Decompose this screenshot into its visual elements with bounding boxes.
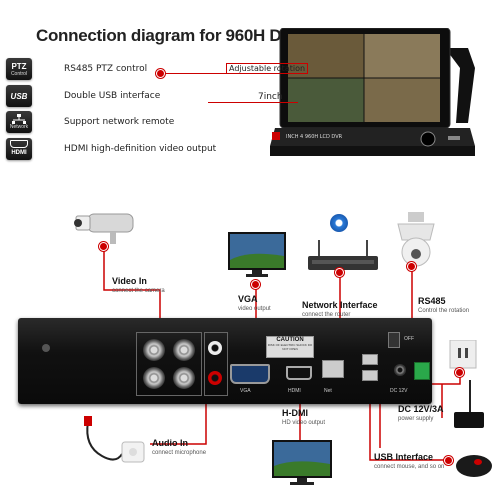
- router-icon: [308, 240, 378, 270]
- caution-text: CAUTION: [276, 337, 304, 343]
- usb-port: [362, 370, 378, 381]
- size-label: 7inch: [258, 92, 283, 102]
- network-icon: Network: [6, 111, 32, 133]
- dc-power-jack: [394, 364, 406, 376]
- feature-ptz: PTZ Control RS485 PTZ control: [6, 58, 306, 82]
- ptz-dot: [407, 262, 416, 271]
- hdmi-icon: HDMI: [6, 138, 32, 160]
- mouse-icon: [456, 455, 492, 477]
- ie-browser-icon: [330, 214, 348, 232]
- usb-icon: USB: [6, 85, 32, 107]
- vga-port: [230, 364, 270, 384]
- feature-hdmi: HDMI HDMI high-definition video output: [6, 138, 306, 162]
- video-in-bnc-group: [136, 332, 202, 396]
- rca-jack-red: [208, 371, 222, 385]
- audio-in-sub: connect microphone: [152, 450, 207, 456]
- network-icon-text: Network: [9, 124, 29, 130]
- power-switch: [388, 332, 400, 348]
- caution-subtext: RISK OF ELECTRIC SHOCK DO NOT OPEN: [267, 343, 313, 351]
- dc-label: DC 12V: [390, 388, 408, 394]
- feature-label: Support network remote: [64, 117, 175, 127]
- ptz-icon-subtext: Control: [10, 70, 28, 77]
- microphone-icon: [84, 416, 145, 463]
- off-label: OFF: [404, 336, 414, 342]
- rs485-sub: Control the rotation: [418, 308, 470, 314]
- router-dot: [335, 268, 344, 277]
- feature-network: Network Support network remote: [6, 111, 306, 135]
- hdmi-port-label: HDMI: [288, 388, 301, 394]
- ethernet-port: [322, 360, 344, 378]
- rca-jack-white: [208, 341, 222, 355]
- audio-in-title: Audio In: [152, 438, 188, 448]
- usb-icon-text: USB: [10, 91, 28, 101]
- audio-rca-group: [204, 332, 228, 396]
- video-in-title: Video In: [112, 276, 147, 286]
- rotation-dot: [156, 69, 165, 78]
- monitor-model-text: INCH 4 960H LCD DVR: [286, 134, 343, 140]
- vga-dot: [251, 280, 260, 289]
- usb-title: USB Interface: [374, 452, 434, 462]
- hdmi-port-glyph: [10, 140, 28, 148]
- ground-screw-icon: [42, 344, 50, 352]
- power-dot: [455, 368, 464, 377]
- network-title: Network Interface: [302, 300, 378, 310]
- usb-sub: connect mouse, and so on: [374, 464, 445, 470]
- feature-label: Double USB interface: [64, 91, 161, 101]
- hdmi-monitor-icon: [272, 440, 332, 485]
- usb-port: [362, 354, 378, 365]
- ptz-dome-camera-icon: [397, 212, 435, 267]
- hdmi-title: H-DMI: [282, 408, 308, 418]
- bullet-camera-icon: [74, 213, 134, 244]
- mouse-dot: [444, 456, 453, 465]
- caution-sticker: CAUTION RISK OF ELECTRIC SHOCK DO NOT OP…: [266, 336, 314, 358]
- hdmi-icon-text: HDMI: [11, 150, 27, 156]
- ptz-icon: PTZ Control: [6, 58, 32, 80]
- net-port-label: Net: [324, 388, 332, 394]
- ptz-icon-text: PTZ: [11, 61, 27, 71]
- network-sub: connect the router: [302, 312, 351, 318]
- vga-sub: video output: [238, 306, 271, 312]
- rs485-title: RS485: [418, 296, 446, 306]
- feature-label: RS485 PTZ control: [64, 64, 148, 74]
- bnc-connector: [143, 367, 165, 389]
- feature-label: HDMI high-definition video output: [64, 144, 217, 154]
- page-title: Connection diagram for 960H DVR: [36, 26, 305, 45]
- power-title: DC 12V/3A: [398, 404, 444, 414]
- hdmi-sub: HD video output: [282, 420, 326, 426]
- bnc-connector: [143, 339, 165, 361]
- network-glyph: [12, 114, 26, 124]
- feature-usb: USB Double USB interface: [6, 85, 306, 109]
- vga-monitor-icon: [228, 232, 286, 277]
- power-adapter-icon: [449, 340, 484, 428]
- power-sub: power supply: [398, 416, 434, 422]
- bnc-connector: [173, 339, 195, 361]
- vga-port-label: VGA: [240, 388, 251, 394]
- vga-title: VGA: [238, 294, 258, 304]
- video-in-sub: connect the camera: [112, 288, 165, 294]
- camera-dot: [99, 242, 108, 251]
- lcd-dvr-unit: [270, 28, 475, 156]
- dvr-back-panel: CAUTION RISK OF ELECTRIC SHOCK DO NOT OP…: [18, 318, 432, 404]
- hdmi-port: [286, 366, 312, 380]
- rotation-label: Adjustable rotation: [226, 63, 309, 74]
- bnc-connector: [173, 367, 195, 389]
- rotation-callout-line: [160, 73, 230, 74]
- rs485-terminal: [414, 362, 430, 380]
- size-callout-line: [208, 102, 298, 103]
